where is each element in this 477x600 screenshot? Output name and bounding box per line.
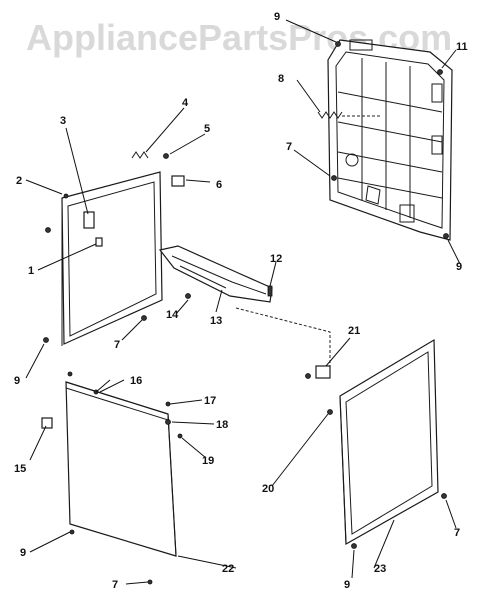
rear-panel <box>327 39 453 241</box>
hinge-bracket <box>83 211 95 229</box>
callout-23: 23 <box>374 563 386 575</box>
screw-icon <box>147 579 153 585</box>
callout-7: 7 <box>112 579 118 591</box>
callout-19: 19 <box>202 455 214 467</box>
callout-7: 7 <box>286 141 292 153</box>
callout-16: 16 <box>130 375 142 387</box>
spring-icon <box>131 151 149 159</box>
screw-icon <box>335 41 341 47</box>
callout-20: 20 <box>262 483 274 495</box>
callout-12: 12 <box>270 253 282 265</box>
callout-7: 7 <box>454 527 460 539</box>
screw-icon <box>443 233 449 239</box>
clip <box>95 237 103 247</box>
callout-9: 9 <box>274 11 280 23</box>
callout-3: 3 <box>60 115 66 127</box>
clip-icon <box>267 285 273 297</box>
right-side-panel <box>339 338 439 546</box>
screw-icon <box>185 293 191 299</box>
screw-icon <box>67 371 73 377</box>
cross-brace <box>158 245 273 303</box>
screw-icon <box>327 409 333 415</box>
spring-icon <box>317 111 382 119</box>
clip <box>41 417 53 429</box>
screw-icon <box>63 193 69 199</box>
callout-13: 13 <box>210 315 222 327</box>
callout-17: 17 <box>204 395 216 407</box>
callout-14: 14 <box>166 309 179 321</box>
callout-8: 8 <box>278 73 284 85</box>
callout-2: 2 <box>16 175 22 187</box>
dashed-leader <box>235 307 331 372</box>
callout-9: 9 <box>456 261 462 273</box>
screw-icon <box>165 401 171 407</box>
callout-6: 6 <box>216 179 222 191</box>
bracket <box>315 365 331 379</box>
screw-icon <box>331 175 337 181</box>
callout-1: 1 <box>28 265 34 277</box>
callouts: 3 4 5 6 2 1 7 9 9 11 8 7 9 12 13 14 16 1… <box>14 11 468 591</box>
callout-22: 22 <box>222 563 234 575</box>
screw-icon <box>69 529 75 535</box>
screw-icon <box>45 227 51 233</box>
screw-icon <box>43 337 49 343</box>
callout-11: 11 <box>456 41 468 53</box>
bracket <box>171 175 185 187</box>
callout-4: 4 <box>182 97 189 109</box>
callout-9: 9 <box>14 375 20 387</box>
front-panel <box>65 381 177 557</box>
screw-icon <box>351 543 357 549</box>
screw-icon <box>305 373 311 379</box>
callout-9: 9 <box>20 547 26 559</box>
screw-icon <box>165 419 171 425</box>
callout-9: 9 <box>344 579 350 591</box>
callout-21: 21 <box>348 325 360 337</box>
screw-icon <box>141 315 147 321</box>
callout-15: 15 <box>14 463 26 475</box>
callout-5: 5 <box>204 123 210 135</box>
screw-icon <box>177 433 183 439</box>
left-side-panel <box>61 171 163 346</box>
callout-7: 7 <box>114 339 120 351</box>
screw-icon <box>441 493 447 499</box>
screw-icon <box>437 69 443 75</box>
screw-icon <box>163 153 169 159</box>
callout-18: 18 <box>216 419 228 431</box>
leader-lines <box>25 19 461 585</box>
